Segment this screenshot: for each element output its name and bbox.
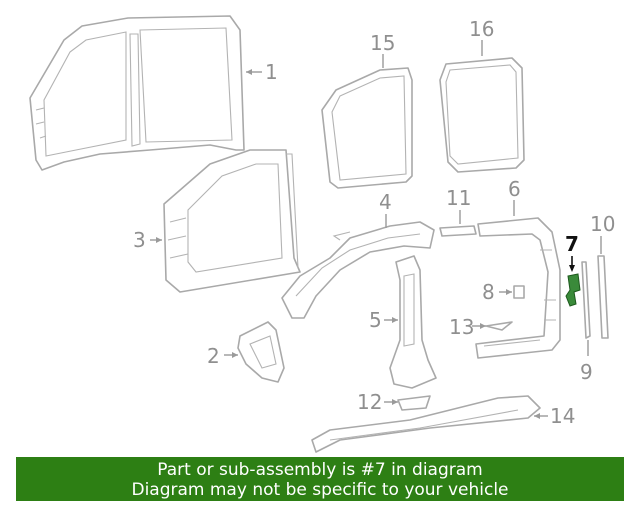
svg-text:16: 16 bbox=[469, 17, 494, 41]
info-banner: Part or sub-assembly is #7 in diagram Di… bbox=[16, 457, 624, 501]
callout-6: 6 bbox=[508, 177, 521, 216]
callout-1: 1 bbox=[246, 60, 278, 84]
part-15-door-seal-front[interactable] bbox=[321, 67, 413, 189]
banner-line-1: Part or sub-assembly is #7 in diagram bbox=[157, 460, 483, 480]
svg-text:5: 5 bbox=[369, 308, 382, 332]
part-14-rocker-panel[interactable] bbox=[311, 395, 541, 453]
part-4-roof-rail[interactable] bbox=[281, 221, 435, 319]
parts-diagram: 1 15 16 3 4 bbox=[29, 15, 615, 453]
part-9-strip[interactable] bbox=[581, 261, 591, 339]
svg-text:6: 6 bbox=[508, 177, 521, 201]
svg-text:8: 8 bbox=[482, 280, 495, 304]
part-7-reinforcement-highlighted[interactable] bbox=[565, 273, 581, 307]
callout-2: 2 bbox=[207, 344, 238, 368]
callout-10: 10 bbox=[590, 212, 615, 254]
callout-9: 9 bbox=[580, 340, 593, 384]
callout-5: 5 bbox=[369, 308, 398, 332]
part-16-door-seal-rear[interactable] bbox=[439, 57, 525, 173]
callout-13: 13 bbox=[449, 315, 486, 339]
part-2-hinge-pillar[interactable] bbox=[237, 321, 285, 383]
part-1-body-side-panel[interactable] bbox=[29, 15, 245, 171]
callout-3: 3 bbox=[133, 228, 162, 252]
callout-15: 15 bbox=[370, 31, 395, 68]
part-3-front-door-frame[interactable] bbox=[163, 149, 301, 293]
callout-16: 16 bbox=[469, 17, 494, 56]
part-12-bracket[interactable] bbox=[397, 395, 431, 411]
svg-text:2: 2 bbox=[207, 344, 220, 368]
part-13-gusset[interactable] bbox=[485, 321, 513, 331]
callout-14: 14 bbox=[534, 404, 575, 428]
part-10-strip[interactable] bbox=[597, 255, 609, 339]
svg-text:10: 10 bbox=[590, 212, 615, 236]
callout-11: 11 bbox=[446, 186, 471, 224]
part-11-bracket[interactable] bbox=[439, 225, 477, 237]
part-8-clip[interactable] bbox=[513, 285, 525, 299]
svg-text:12: 12 bbox=[357, 390, 382, 414]
svg-text:7: 7 bbox=[565, 232, 579, 256]
part-6-rear-door-frame[interactable] bbox=[475, 217, 561, 359]
callout-7: 7 bbox=[565, 232, 579, 272]
callout-4: 4 bbox=[379, 190, 392, 228]
svg-text:4: 4 bbox=[379, 190, 392, 214]
callout-12: 12 bbox=[357, 390, 398, 414]
banner-line-2: Diagram may not be specific to your vehi… bbox=[131, 480, 509, 500]
svg-text:9: 9 bbox=[580, 360, 593, 384]
svg-text:1: 1 bbox=[265, 60, 278, 84]
svg-text:11: 11 bbox=[446, 186, 471, 210]
svg-text:15: 15 bbox=[370, 31, 395, 55]
callout-8: 8 bbox=[482, 280, 512, 304]
part-5-b-pillar[interactable] bbox=[389, 255, 437, 389]
svg-text:14: 14 bbox=[550, 404, 575, 428]
svg-text:3: 3 bbox=[133, 228, 146, 252]
svg-text:13: 13 bbox=[449, 315, 474, 339]
